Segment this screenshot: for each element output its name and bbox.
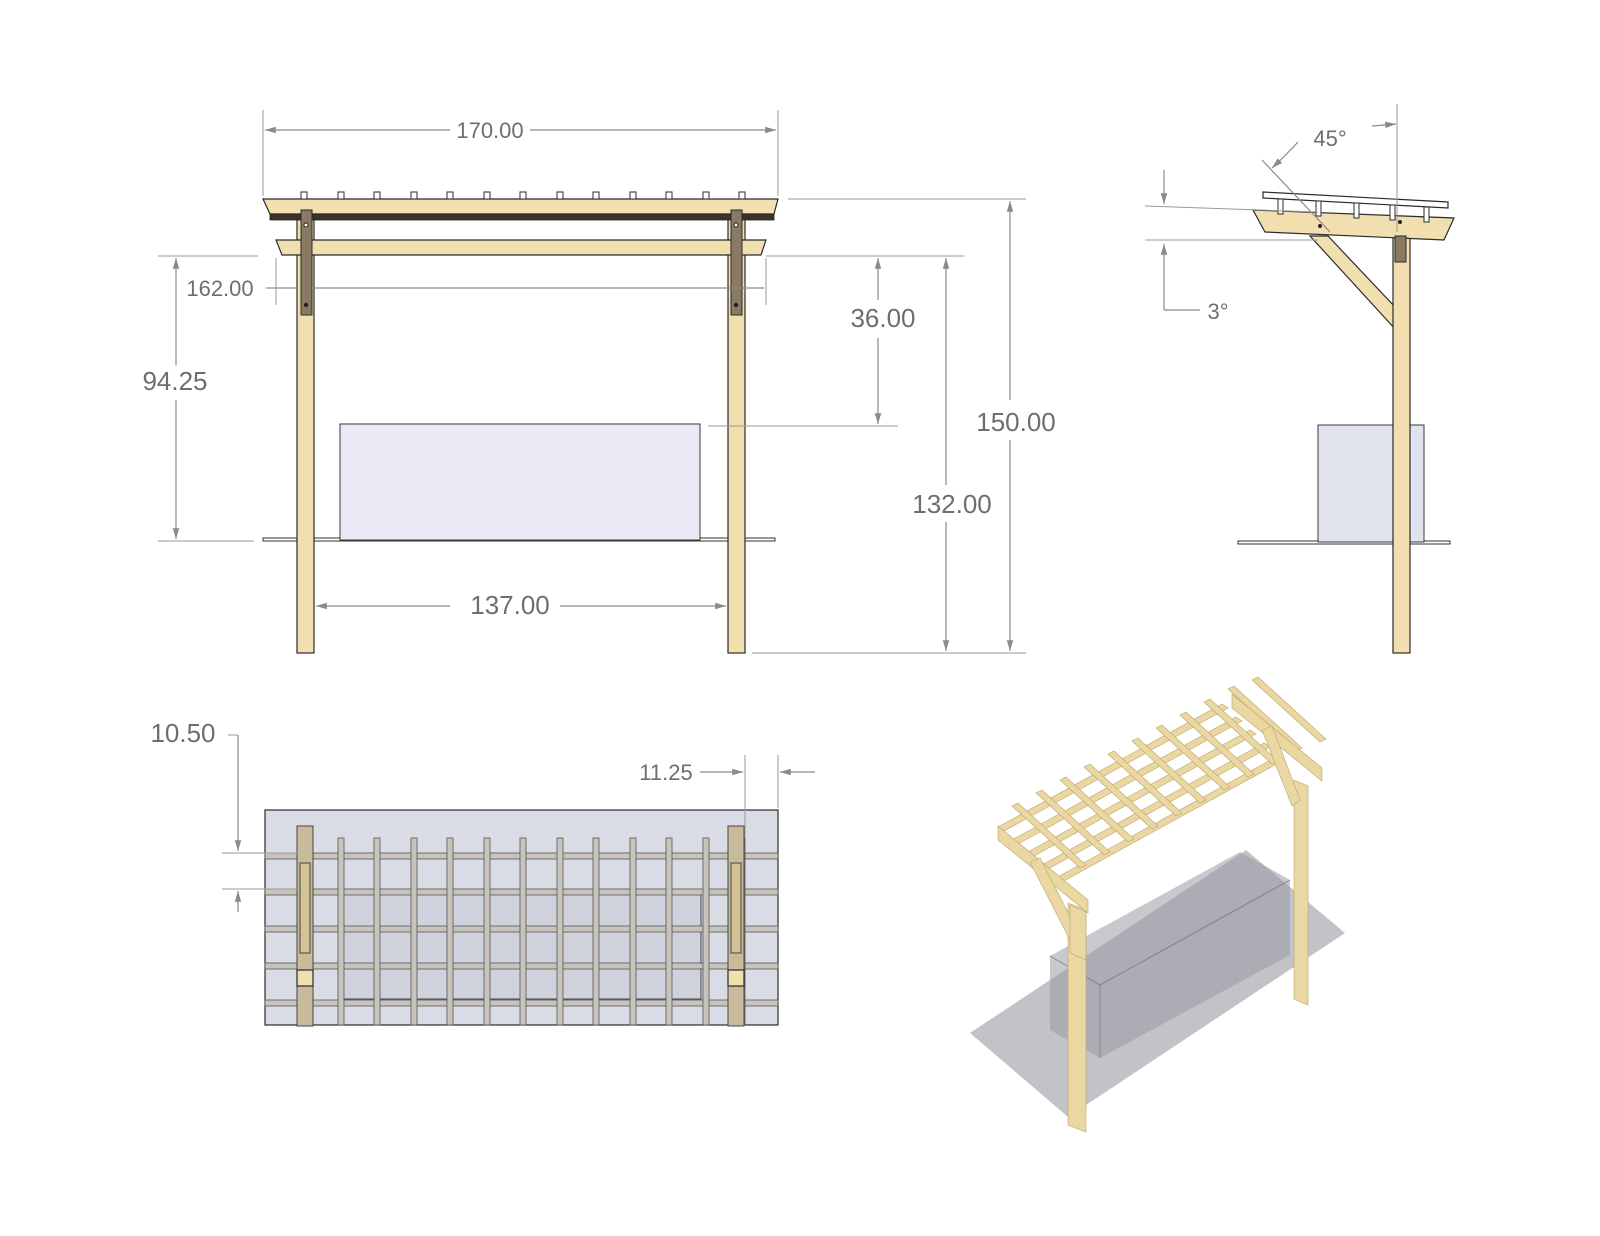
front-box-outline — [339, 423, 701, 541]
dim-beam-height: 132.00 — [912, 489, 992, 519]
iso-brace-back — [1261, 725, 1301, 807]
iso-post-back-right — [1293, 779, 1309, 1006]
dim-brace-angle: 45° — [1313, 126, 1346, 151]
side-top-rail — [1262, 191, 1449, 209]
front-view: 170.00 162.00 94.25 137.00 36.00 132.00 — [142, 110, 1056, 654]
dim-overall-height: 150.00 — [976, 407, 1056, 437]
side-beam — [1251, 209, 1455, 241]
front-top-beam — [262, 198, 779, 215]
iso-post-front-left-top — [1069, 904, 1087, 961]
side-view: 45° 3° — [1144, 104, 1455, 654]
front-purlin-studs — [300, 191, 746, 200]
isometric-view — [970, 676, 1345, 1133]
iso-post-front-left — [1067, 902, 1087, 1133]
plan-post-right — [727, 969, 745, 987]
plan-bracket-right — [730, 862, 742, 954]
front-bracket-right — [730, 209, 743, 316]
side-post — [1392, 231, 1411, 654]
front-top-beam-shadow — [269, 213, 775, 221]
front-bracket-left — [300, 209, 313, 316]
dim-roof-slope: 3° — [1207, 299, 1228, 324]
plan-bracket-left — [299, 862, 311, 954]
dim-overall-width: 170.00 — [456, 118, 523, 143]
top-view: 10.50 11.25 — [150, 718, 815, 1027]
dim-drop-to-box: 36.00 — [850, 303, 915, 333]
iso-ghost-box — [1050, 852, 1290, 1058]
dim-beam-width: 162.00 — [186, 276, 253, 301]
dim-clearance-height: 94.25 — [142, 366, 207, 396]
side-brace — [1308, 235, 1397, 332]
iso-beam-back — [1231, 693, 1323, 782]
dim-overhang: 11.25 — [639, 760, 692, 785]
dim-rafter-spacing: 10.50 — [150, 718, 215, 748]
side-rail-posts — [1277, 198, 1430, 223]
dim-post-spacing: 137.00 — [470, 590, 550, 620]
plan-post-left — [296, 969, 314, 987]
front-lower-beam — [275, 239, 767, 256]
side-bracket — [1394, 235, 1407, 263]
